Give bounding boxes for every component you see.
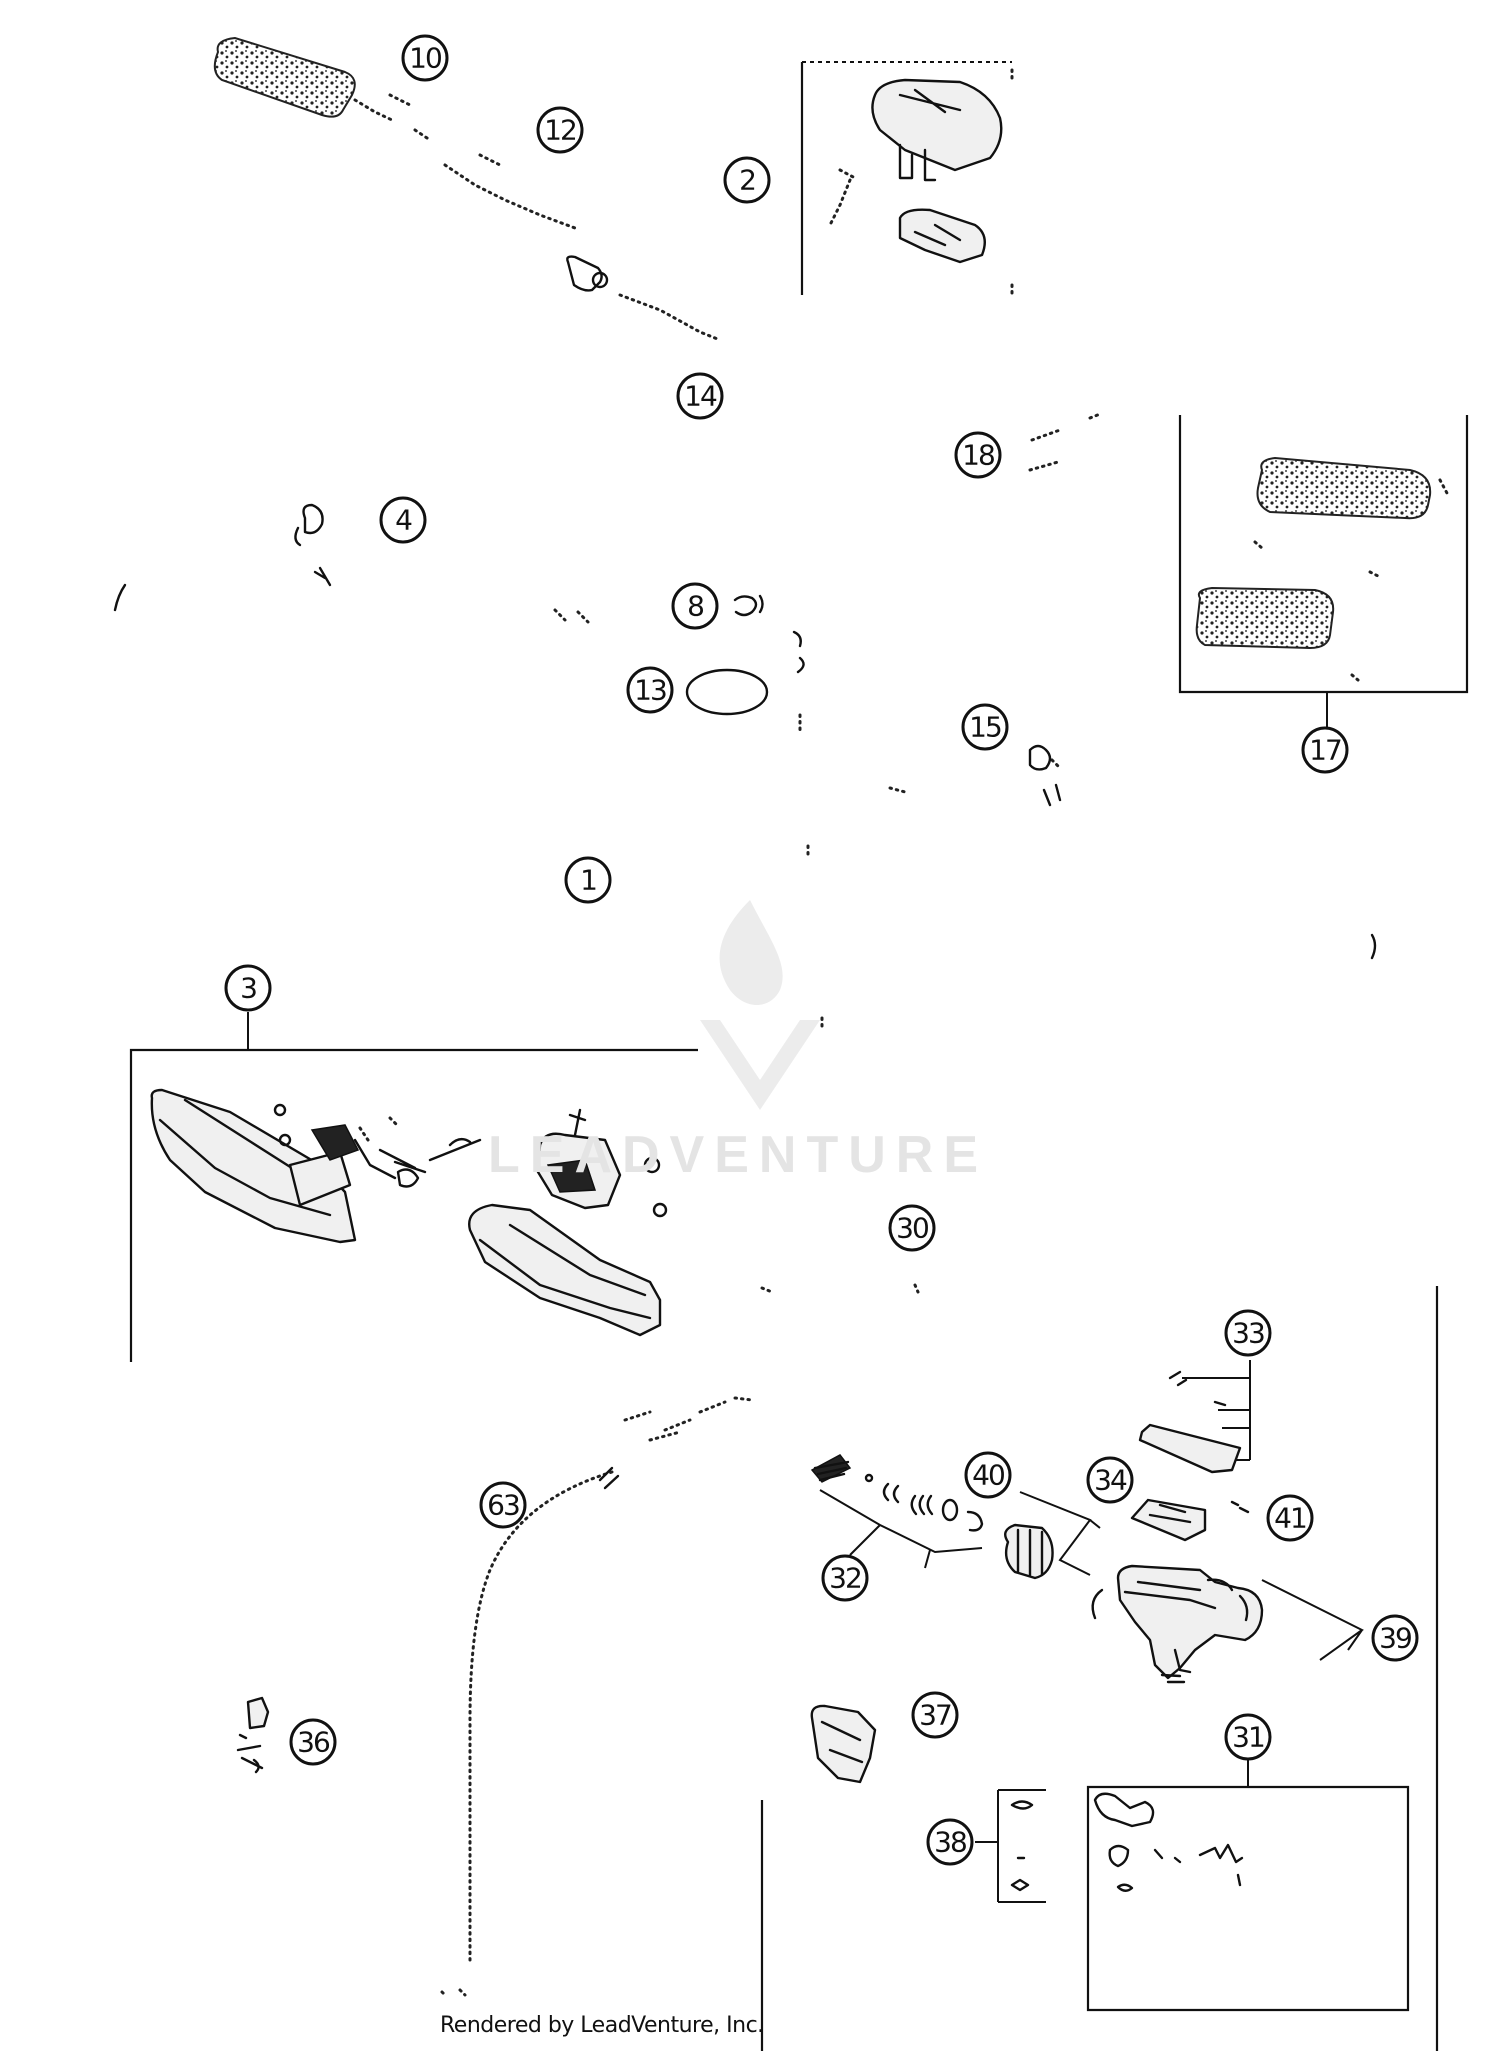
svg-text:10: 10 [409,42,441,75]
callout-30: 30 [888,1204,936,1252]
callout-18: 18 [954,431,1002,479]
watermark-text: LEADVENTURE [488,1126,989,1184]
callout-2: 2 [723,156,771,204]
callout-63: 63 [479,1481,527,1529]
callout-13: 13 [626,666,674,714]
svg-text:41: 41 [1274,1502,1306,1535]
misc-small-parts [113,412,1377,1294]
svg-text:13: 13 [634,674,666,707]
svg-text:17: 17 [1309,734,1341,767]
svg-text:14: 14 [684,380,717,413]
callout-37: 37 [911,1691,959,1739]
svg-text:4: 4 [395,504,412,537]
callout-8: 8 [671,582,719,630]
svg-text:12: 12 [544,114,576,147]
svg-text:40: 40 [972,1459,1004,1492]
callout-39: 39 [1371,1614,1419,1662]
callout-4: 4 [379,496,427,544]
svg-text:63: 63 [487,1489,519,1522]
callout-10: 10 [401,34,449,82]
callout-3: 3 [224,964,272,1012]
footer-credit: Rendered by LeadVenture, Inc. [440,2013,764,2038]
callout-40: 40 [964,1451,1012,1499]
svg-text:34: 34 [1094,1464,1127,1497]
callouts: 10 12 2 14 18 4 8 13 15 17 1 3 30 33 40 … [224,34,1419,1866]
callout-33: 33 [1224,1309,1272,1357]
svg-text:38: 38 [934,1826,966,1859]
switch-assembly-box [800,61,1014,297]
svg-text:18: 18 [962,439,994,472]
left-grip [213,36,722,342]
grip-set-box [1178,415,1469,735]
oring-gasket [685,668,769,716]
callout-36: 36 [289,1718,337,1766]
svg-text:33: 33 [1232,1317,1264,1350]
svg-text:39: 39 [1379,1622,1411,1655]
svg-text:1: 1 [580,864,596,897]
callout-32: 32 [821,1554,869,1602]
svg-text:2: 2 [739,164,755,197]
svg-text:32: 32 [829,1562,861,1595]
svg-text:36: 36 [297,1726,330,1759]
brake-line [440,1396,754,1998]
master-cylinder-box [760,1286,1439,2051]
callout-41: 41 [1266,1494,1314,1542]
svg-text:8: 8 [687,590,703,623]
callout-34: 34 [1086,1456,1134,1504]
callout-14: 14 [676,372,724,420]
callout-38: 38 [926,1818,974,1866]
callout-17: 17 [1301,726,1349,774]
callout-1: 1 [564,856,612,904]
handguard-box [129,1012,698,1362]
svg-text:30: 30 [896,1212,928,1245]
callout-15: 15 [961,703,1009,751]
callout-31: 31 [1224,1713,1272,1761]
svg-text:37: 37 [919,1699,951,1732]
callout-12: 12 [536,106,584,154]
watermark-logo [700,900,820,1110]
small-fasteners-36 [236,1696,270,1774]
svg-text:31: 31 [1232,1721,1264,1754]
svg-text:3: 3 [240,972,256,1005]
svg-text:15: 15 [969,711,1001,744]
